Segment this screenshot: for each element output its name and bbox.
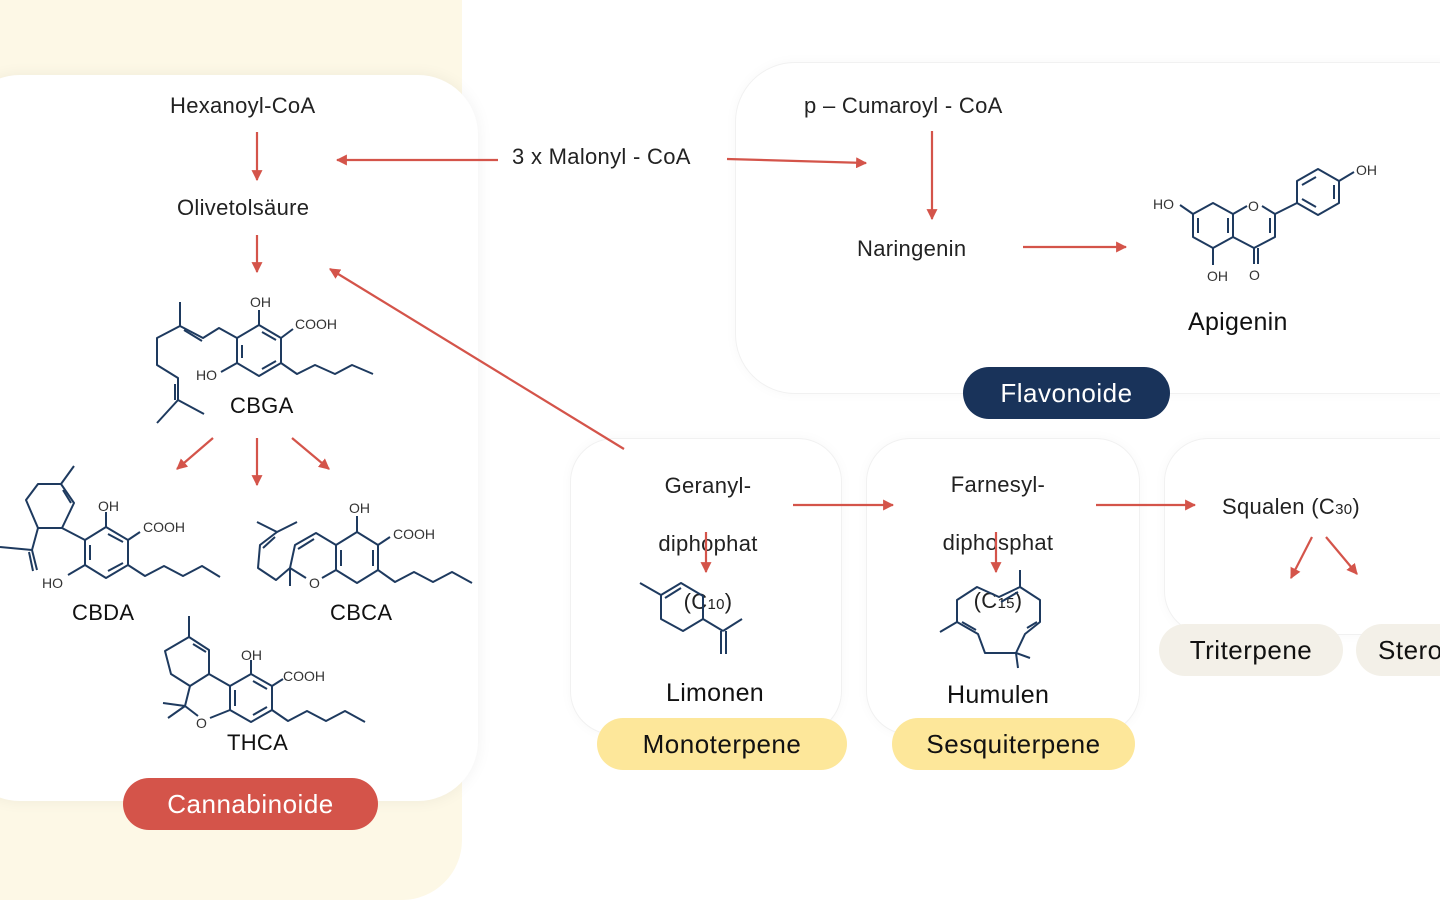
cbca-label: CBCA: [330, 600, 393, 625]
malonyl-coa-label: 3 x Malonyl - CoA: [512, 144, 691, 169]
sterol-badge: Stero: [1356, 624, 1440, 676]
carbon-prefix: (C: [973, 588, 998, 613]
limonene-label: Limonen: [666, 679, 764, 707]
humulene-label: Humulen: [947, 681, 1050, 709]
sesquiterpene-badge: Sesquiterpene: [892, 718, 1135, 770]
geranyl-line2: diphophat: [658, 531, 758, 556]
monoterpene-card: [570, 438, 842, 735]
carbon-count: 30: [1335, 501, 1353, 518]
farnesyl-line1: Farnesyl-: [950, 472, 1046, 497]
carbon-prefix: (C: [683, 589, 708, 614]
apigenin-label: Apigenin: [1188, 308, 1288, 336]
geranyl-carbon: (C10): [640, 587, 776, 619]
hexanoyl-coa-label: Hexanoyl-CoA: [170, 93, 316, 118]
monoterpene-badge: Monoterpene: [597, 718, 847, 770]
geranyl-diphosphate-label: Geranyl- diphophat (C10): [640, 442, 776, 648]
triterpene-badge: Triterpene: [1159, 624, 1343, 676]
thca-label: THCA: [227, 730, 289, 755]
geranyl-line1: Geranyl-: [664, 473, 752, 498]
squalene-name: Squalen (C: [1222, 494, 1336, 519]
farnesyl-line2: diphosphat: [942, 530, 1054, 555]
cbda-label: CBDA: [72, 600, 135, 625]
triterpene-card: [1164, 438, 1440, 635]
sterol-badge-label: Stero: [1378, 634, 1440, 665]
carbon-suffix: ): [724, 589, 733, 614]
cannabinoid-card: [0, 75, 478, 801]
cannabinoid-badge: Cannabinoide: [123, 778, 378, 830]
squalene-label: Squalen (C30): [1222, 494, 1360, 520]
carbon-suffix: ): [1014, 588, 1023, 613]
naringenin-label: Naringenin: [857, 236, 967, 261]
carbon-count: 15: [997, 595, 1015, 612]
flavonoid-badge: Flavonoide: [963, 367, 1170, 419]
farnesyl-diphosphate-label: Farnesyl- diphosphat (C15): [928, 441, 1068, 647]
carbon-suffix: ): [1352, 494, 1361, 519]
farnesyl-carbon: (C15): [928, 586, 1068, 618]
cbga-label: CBGA: [230, 393, 294, 418]
p-coumaroyl-coa-label: p – Cumaroyl - CoA: [804, 93, 1003, 118]
flavonoid-card: [735, 62, 1440, 394]
olivetolic-acid-label: Olivetolsäure: [177, 195, 310, 220]
carbon-count: 10: [707, 596, 725, 613]
